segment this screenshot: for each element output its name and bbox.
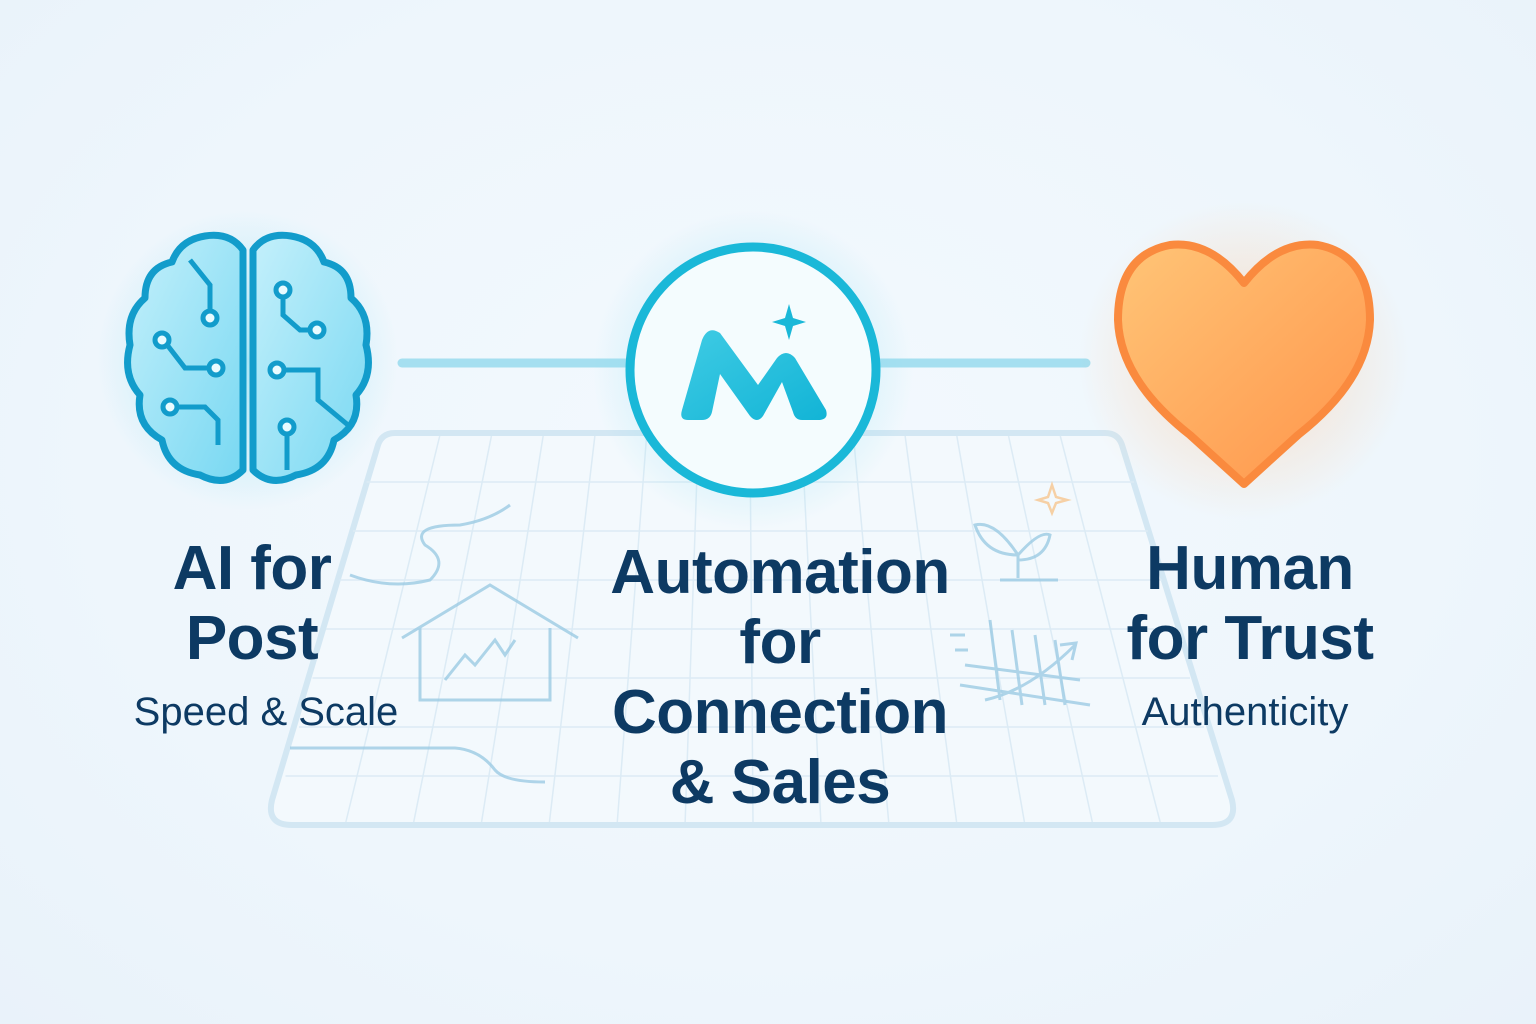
- brain-circuit-icon: [98, 210, 398, 510]
- column-subtitle-human: Authenticity: [1141, 690, 1349, 734]
- sparkle-icon: [1033, 481, 1072, 517]
- m-sparkle-logo-icon: [593, 210, 913, 530]
- title-line: & Sales: [669, 748, 891, 817]
- title-line: Automation: [610, 538, 950, 607]
- chart-sketch-icon: [959, 619, 1091, 707]
- grid-plane: [268, 430, 1236, 828]
- title-line: for Trust: [1126, 604, 1374, 673]
- column-title-human: Human for Trust: [1100, 534, 1400, 674]
- title-line: AI for: [172, 534, 332, 603]
- column-title-automation: Automation for Connection & Sales: [580, 538, 980, 818]
- sprout-sketch-icon: [973, 522, 1058, 582]
- house-sketch-icon: [401, 583, 579, 702]
- title-line: Connection: [612, 678, 948, 747]
- title-line: for: [739, 608, 821, 677]
- title-line: Human: [1146, 534, 1354, 603]
- column-title-ai: AI for Post: [122, 534, 382, 674]
- title-line: Post: [185, 604, 319, 673]
- column-subtitle-ai: Speed & Scale: [133, 690, 399, 734]
- sketch-decorations: [290, 481, 1091, 784]
- heart-icon: [1079, 200, 1409, 520]
